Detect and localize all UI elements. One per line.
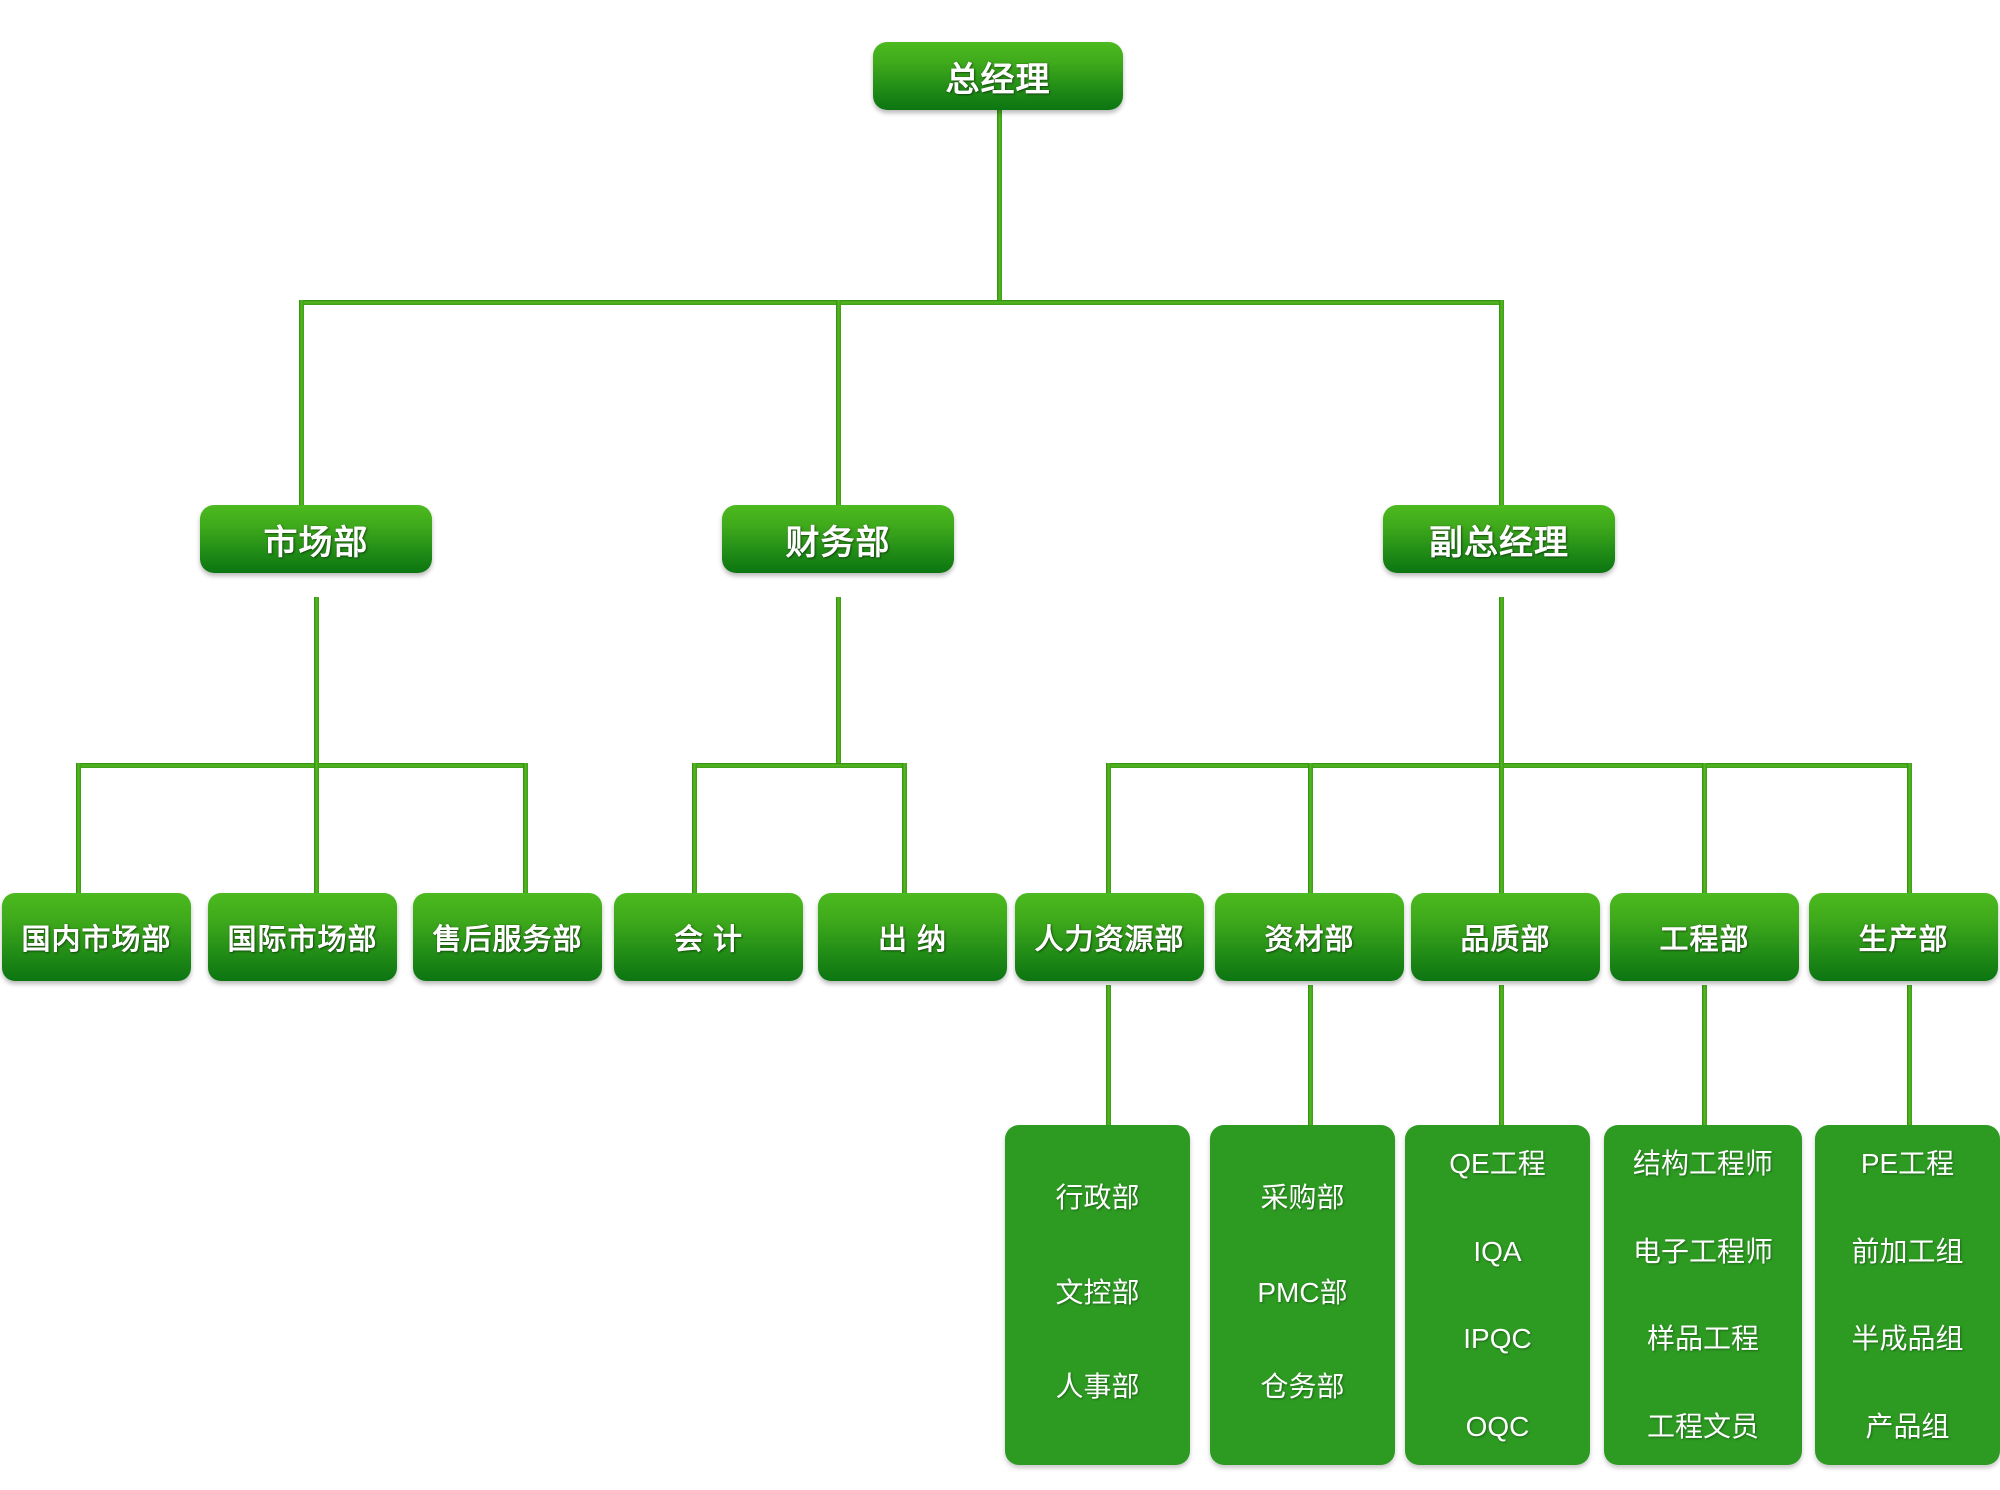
node-production-dept[interactable]: 生产部 bbox=[1809, 893, 1998, 981]
list-item: 人事部 bbox=[1055, 1371, 1140, 1403]
connector-level2-bus bbox=[299, 300, 1504, 305]
node-accounting[interactable]: 会 计 bbox=[614, 893, 803, 981]
node-label: 资材部 bbox=[1264, 924, 1355, 956]
list-item: IQA bbox=[1473, 1235, 1522, 1267]
node-label: 品质部 bbox=[1460, 924, 1551, 956]
node-deputy-general-manager[interactable]: 副总经理 bbox=[1383, 505, 1615, 573]
connector-drop-production bbox=[1907, 763, 1912, 895]
connector-engineering-to-sub bbox=[1702, 985, 1707, 1125]
node-hr-dept[interactable]: 人力资源部 bbox=[1015, 893, 1204, 981]
node-finance-dept[interactable]: 财务部 bbox=[722, 505, 954, 573]
connector-drop-deputy-gm bbox=[1499, 300, 1504, 505]
connector-drop-domestic-market bbox=[76, 763, 81, 895]
connector-drop-engineering bbox=[1702, 763, 1707, 895]
list-item: OQC bbox=[1465, 1411, 1530, 1443]
list-item: IPQC bbox=[1463, 1323, 1532, 1355]
list-item: 结构工程师 bbox=[1632, 1148, 1773, 1179]
node-label: 总经理 bbox=[945, 60, 1051, 99]
list-item: 采购部 bbox=[1260, 1181, 1345, 1213]
node-international-market-dept[interactable]: 国际市场部 bbox=[208, 893, 397, 981]
connector-production-to-sub bbox=[1907, 985, 1912, 1125]
listbox-engineering-subunits[interactable]: 结构工程师 电子工程师 样品工程 工程文员 bbox=[1604, 1125, 1802, 1465]
connector-marketing-bus bbox=[76, 763, 528, 768]
connector-deputy-bus bbox=[1106, 763, 1912, 768]
node-materials-dept[interactable]: 资材部 bbox=[1215, 893, 1404, 981]
list-item: PE工程 bbox=[1860, 1148, 1955, 1179]
connector-drop-hr bbox=[1106, 763, 1111, 895]
list-item: 产品组 bbox=[1865, 1411, 1950, 1443]
node-label: 生产部 bbox=[1858, 924, 1949, 956]
node-label: 工程部 bbox=[1659, 924, 1750, 956]
node-engineering-dept[interactable]: 工程部 bbox=[1610, 893, 1799, 981]
node-label: 人力资源部 bbox=[1034, 924, 1185, 956]
listbox-quality-subunits[interactable]: QE工程 IQA IPQC OQC bbox=[1405, 1125, 1590, 1465]
list-item: 电子工程师 bbox=[1632, 1235, 1773, 1267]
connector-materials-to-sub bbox=[1308, 985, 1313, 1125]
list-item: QE工程 bbox=[1449, 1148, 1546, 1179]
node-cashier[interactable]: 出 纳 bbox=[818, 893, 1007, 981]
list-item: 样品工程 bbox=[1646, 1323, 1759, 1355]
connector-drop-accounting bbox=[692, 763, 697, 895]
list-item: 工程文员 bbox=[1646, 1411, 1759, 1443]
connector-deputy-stem bbox=[1499, 597, 1504, 767]
connector-root-stem bbox=[997, 100, 1002, 303]
connector-drop-aftersales bbox=[523, 763, 528, 895]
connector-finance-bus bbox=[692, 763, 907, 768]
connector-drop-cashier bbox=[902, 763, 907, 895]
connector-drop-materials bbox=[1308, 763, 1313, 895]
node-label: 出 纳 bbox=[877, 924, 948, 956]
list-item: 文控部 bbox=[1055, 1276, 1140, 1308]
node-aftersales-service-dept[interactable]: 售后服务部 bbox=[413, 893, 602, 981]
connector-hr-to-sub bbox=[1106, 985, 1111, 1125]
node-quality-dept[interactable]: 品质部 bbox=[1411, 893, 1600, 981]
connector-marketing-stem bbox=[314, 597, 319, 767]
connector-quality-to-sub bbox=[1499, 985, 1504, 1125]
node-marketing-dept[interactable]: 市场部 bbox=[200, 505, 432, 573]
node-label: 市场部 bbox=[263, 523, 369, 562]
connector-drop-finance bbox=[836, 300, 841, 505]
node-label: 国内市场部 bbox=[21, 924, 172, 956]
listbox-hr-subunits[interactable]: 行政部 文控部 人事部 bbox=[1005, 1125, 1190, 1465]
node-general-manager[interactable]: 总经理 bbox=[873, 42, 1123, 110]
node-label: 售后服务部 bbox=[432, 924, 583, 956]
list-item: 前加工组 bbox=[1851, 1235, 1964, 1267]
connector-drop-marketing bbox=[299, 300, 304, 505]
node-label: 财务部 bbox=[785, 523, 891, 562]
listbox-materials-subunits[interactable]: 采购部 PMC部 仓务部 bbox=[1210, 1125, 1395, 1465]
list-item: PMC部 bbox=[1257, 1276, 1348, 1308]
node-label: 副总经理 bbox=[1429, 523, 1569, 562]
connector-finance-stem bbox=[836, 597, 841, 767]
connector-drop-quality bbox=[1499, 763, 1504, 895]
node-domestic-market-dept[interactable]: 国内市场部 bbox=[2, 893, 191, 981]
node-label: 国际市场部 bbox=[227, 924, 378, 956]
node-label: 会 计 bbox=[673, 924, 744, 956]
listbox-production-subunits[interactable]: PE工程 前加工组 半成品组 产品组 bbox=[1815, 1125, 2000, 1465]
list-item: 行政部 bbox=[1055, 1181, 1140, 1213]
list-item: 半成品组 bbox=[1851, 1323, 1964, 1355]
list-item: 仓务部 bbox=[1260, 1371, 1345, 1403]
connector-drop-international-market bbox=[314, 763, 319, 895]
